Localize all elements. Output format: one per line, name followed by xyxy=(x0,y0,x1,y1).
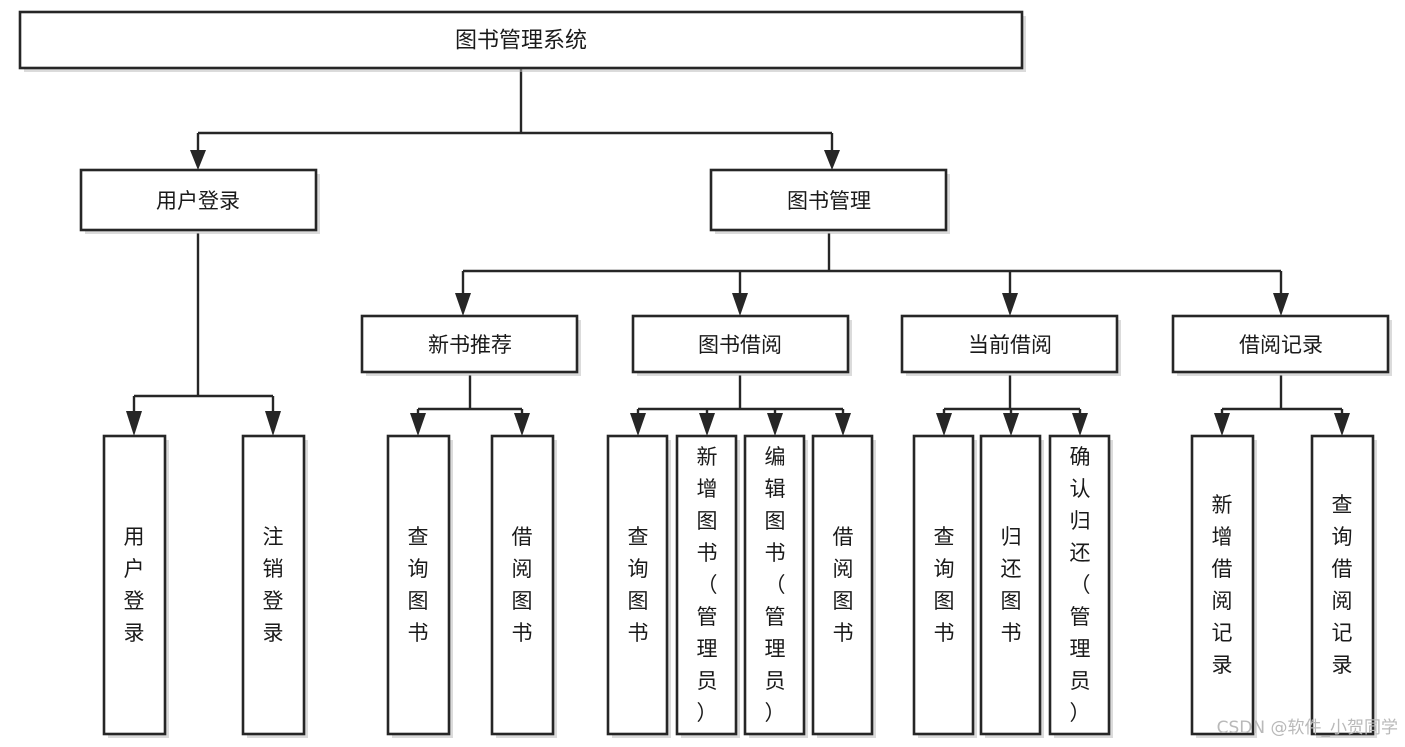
arrow-head-current-borrow xyxy=(1002,293,1018,316)
node-new-book-label: 新书推荐 xyxy=(428,333,512,357)
arrow-head-leaf-logout xyxy=(265,411,281,436)
node-book-borrow-label: 图书借阅 xyxy=(698,333,782,357)
node-leaf-query-book-2-box xyxy=(606,434,669,736)
node-leaf-edit-book-admin-label: 编辑图书（管理员） xyxy=(765,445,786,725)
node-leaf-confirm-return-admin[interactable]: 确认归还（管理员） xyxy=(1048,434,1113,738)
node-book-manage[interactable]: 图书管理 xyxy=(709,168,950,234)
node-leaf-borrow-book-2-label: 借阅图书 xyxy=(833,525,854,645)
arrow-head-leaf-borrow-book-1 xyxy=(514,413,530,436)
node-leaf-logout[interactable]: 注销登录 xyxy=(241,434,308,738)
node-leaf-edit-book-admin-box xyxy=(743,434,806,736)
node-root[interactable]: 图书管理系统 xyxy=(18,10,1026,72)
node-user-login[interactable]: 用户登录 xyxy=(79,168,320,234)
node-borrow-record-box xyxy=(1171,314,1390,374)
node-book-manage-label: 图书管理 xyxy=(787,189,871,213)
arrow-head-leaf-query-book-1 xyxy=(410,413,426,436)
node-current-borrow-label: 当前借阅 xyxy=(968,333,1052,357)
node-leaf-return-book-label: 归还图书 xyxy=(1001,525,1022,645)
node-new-book-box xyxy=(360,314,579,374)
arrow-head-new-book-rec xyxy=(455,293,471,316)
node-leaf-query-book-3-box xyxy=(912,434,975,736)
node-leaf-query-borrow-record-box xyxy=(1310,434,1375,736)
arrow-head-leaf-borrow-book-2 xyxy=(835,413,851,436)
connector-layer xyxy=(126,69,1350,436)
node-leaf-query-book-2-label: 查询图书 xyxy=(628,525,649,645)
arrow-head-leaf-add-borrow-record xyxy=(1214,413,1230,436)
node-current-borrow-box xyxy=(900,314,1119,374)
node-root-label: 图书管理系统 xyxy=(455,29,587,54)
node-leaf-add-book-admin-label: 新增图书（管理员） xyxy=(697,445,718,725)
node-leaf-confirm-return-label: 确认归还（管理员） xyxy=(1070,445,1091,725)
arrow-head-borrow-record xyxy=(1273,293,1289,316)
node-leaf-user-login-label: 用户登录 xyxy=(124,525,145,645)
node-leaf-query-book-1-label: 查询图书 xyxy=(408,525,429,645)
node-leaf-confirm-return-box xyxy=(1048,434,1111,736)
arrow-head-leaf-query-book-3 xyxy=(936,413,952,436)
arrow-head-book-borrow xyxy=(732,293,748,316)
node-leaf-return-book[interactable]: 归还图书 xyxy=(979,434,1044,738)
arrow-head-leaf-add-book-admin xyxy=(699,413,715,436)
csdn-watermark: CSDN @软件_小贺同学 xyxy=(1217,718,1398,738)
node-leaf-add-borrow-record-box xyxy=(1190,434,1255,736)
arrow-head-leaf-return-book xyxy=(1003,413,1019,436)
node-leaf-borrow-book-2[interactable]: 借阅图书 xyxy=(811,434,876,738)
node-leaf-add-book-admin-box xyxy=(675,434,738,736)
node-leaf-query-book-1[interactable]: 查询图书 xyxy=(386,434,453,738)
node-leaf-borrow-book-1[interactable]: 借阅图书 xyxy=(490,434,557,738)
arrow-head-leaf-confirm-return xyxy=(1072,413,1088,436)
node-leaf-query-borrow-record-label: 查询借阅记录 xyxy=(1332,493,1353,677)
arrow-head-leaf-user-login xyxy=(126,411,142,436)
node-leaf-query-book-1-box xyxy=(386,434,451,736)
node-leaf-add-book-admin[interactable]: 新增图书（管理员） xyxy=(675,434,740,738)
arrow-head-leaf-query-book-2 xyxy=(630,413,646,436)
node-book-borrow[interactable]: 图书借阅 xyxy=(631,314,852,376)
node-leaf-logout-box xyxy=(241,434,306,736)
node-leaf-query-book-3-label: 查询图书 xyxy=(934,525,955,645)
node-user-login-label: 用户登录 xyxy=(156,189,240,213)
node-leaf-borrow-book-1-box xyxy=(490,434,555,736)
node-book-manage-box xyxy=(709,168,948,232)
node-user-login-box xyxy=(79,168,318,232)
node-leaf-logout-label: 注销登录 xyxy=(263,525,284,645)
node-leaf-borrow-book-2-box xyxy=(811,434,874,736)
node-leaf-query-borrow-record[interactable]: 查询借阅记录 xyxy=(1310,434,1377,738)
node-leaf-add-borrow-record-label: 新增借阅记录 xyxy=(1212,493,1233,677)
node-root-box xyxy=(18,10,1024,70)
node-borrow-record-label: 借阅记录 xyxy=(1239,333,1323,357)
node-current-borrow[interactable]: 当前借阅 xyxy=(900,314,1121,376)
node-new-book-recommendation[interactable]: 新书推荐 xyxy=(360,314,581,376)
node-leaf-borrow-book-1-label: 借阅图书 xyxy=(512,525,533,645)
node-leaf-edit-book-admin[interactable]: 编辑图书（管理员） xyxy=(743,434,808,738)
arrow-head-user-login xyxy=(190,150,206,170)
node-leaf-user-login-box xyxy=(102,434,167,736)
node-leaf-query-book-3[interactable]: 查询图书 xyxy=(912,434,977,738)
node-leaf-add-borrow-record[interactable]: 新增借阅记录 xyxy=(1190,434,1257,738)
arrow-head-leaf-query-borrow-record xyxy=(1334,413,1350,436)
arrow-head-leaf-edit-book-admin xyxy=(767,413,783,436)
node-leaf-user-login[interactable]: 用户登录 xyxy=(102,434,169,738)
node-leaf-query-book-2[interactable]: 查询图书 xyxy=(606,434,671,738)
node-borrow-record[interactable]: 借阅记录 xyxy=(1171,314,1392,376)
node-book-borrow-box xyxy=(631,314,850,374)
node-leaf-return-book-box xyxy=(979,434,1042,736)
arrow-head-book-manage xyxy=(824,150,840,170)
